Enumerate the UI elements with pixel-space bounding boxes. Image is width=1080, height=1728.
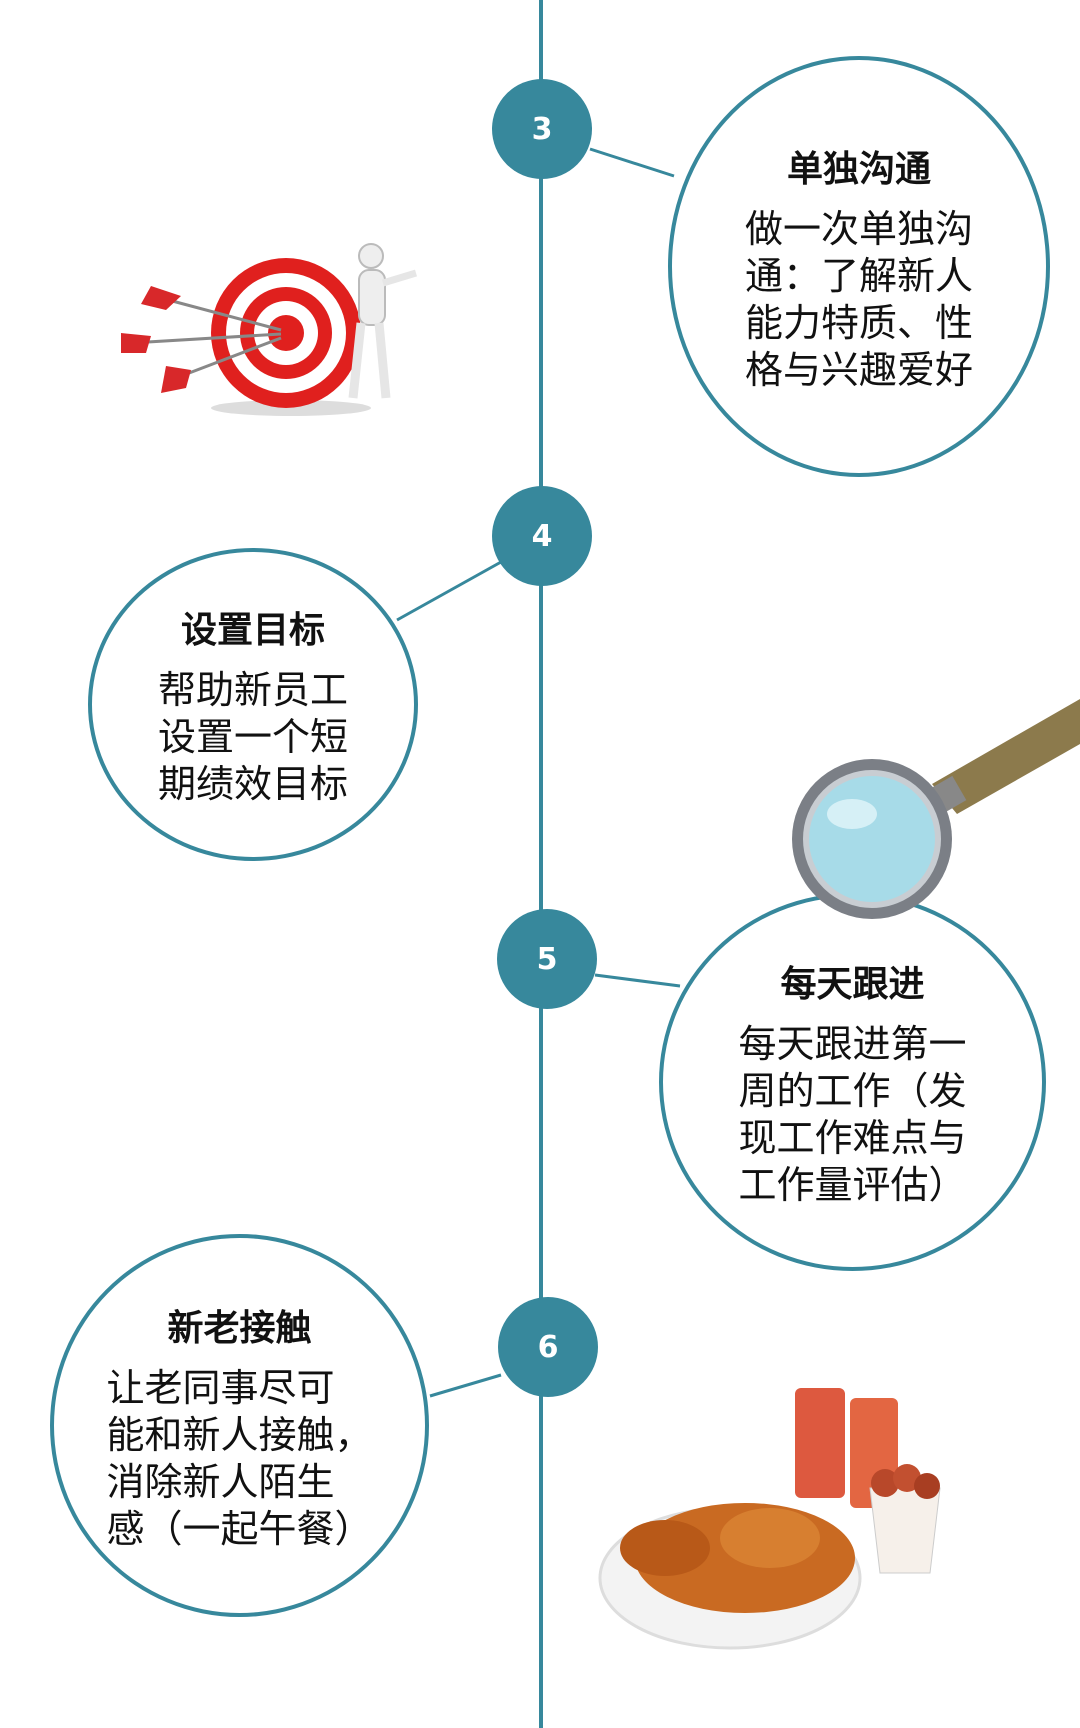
step-number-5: 5 bbox=[497, 909, 597, 1009]
connector-6 bbox=[429, 1373, 502, 1398]
step-number-4: 4 bbox=[492, 486, 592, 586]
step-body: 做一次单独沟 通：了解新人 能力特质、性 格与兴趣爱好 bbox=[744, 206, 973, 392]
connector-4 bbox=[396, 560, 502, 622]
step-bubble-6: 新老接触 让老同事尽可 能和新人接触， 消除新人陌生 感（一起午餐） bbox=[50, 1234, 429, 1617]
roast-chicken-meal-icon bbox=[598, 1388, 941, 1650]
target-with-arrows-icon bbox=[121, 243, 418, 416]
connector-5 bbox=[594, 973, 681, 988]
magnifier-icon bbox=[792, 699, 1080, 919]
step-title: 设置目标 bbox=[180, 610, 325, 651]
step-title: 新老接触 bbox=[167, 1307, 312, 1349]
step-bubble-4: 设置目标 帮助新员工 设置一个短 期绩效目标 bbox=[88, 548, 418, 861]
step-bubble-3: 单独沟通 做一次单独沟 通：了解新人 能力特质、性 格与兴趣爱好 bbox=[668, 56, 1050, 477]
step-body: 帮助新员工 设置一个短 期绩效目标 bbox=[157, 668, 348, 806]
step-title: 每天跟进 bbox=[780, 964, 925, 1005]
step-title: 单独沟通 bbox=[786, 148, 931, 190]
step-number-6: 6 bbox=[498, 1297, 598, 1397]
connector-3 bbox=[589, 147, 675, 178]
step-number-3: 3 bbox=[492, 79, 592, 179]
step-body: 让老同事尽可 能和新人接触， 消除新人陌生 感（一起午餐） bbox=[106, 1365, 373, 1551]
step-body: 每天跟进第一 周的工作（发 现工作难点与 工作量评估） bbox=[738, 1022, 967, 1207]
step-bubble-5: 每天跟进 每天跟进第一 周的工作（发 现工作难点与 工作量评估） bbox=[659, 893, 1046, 1271]
